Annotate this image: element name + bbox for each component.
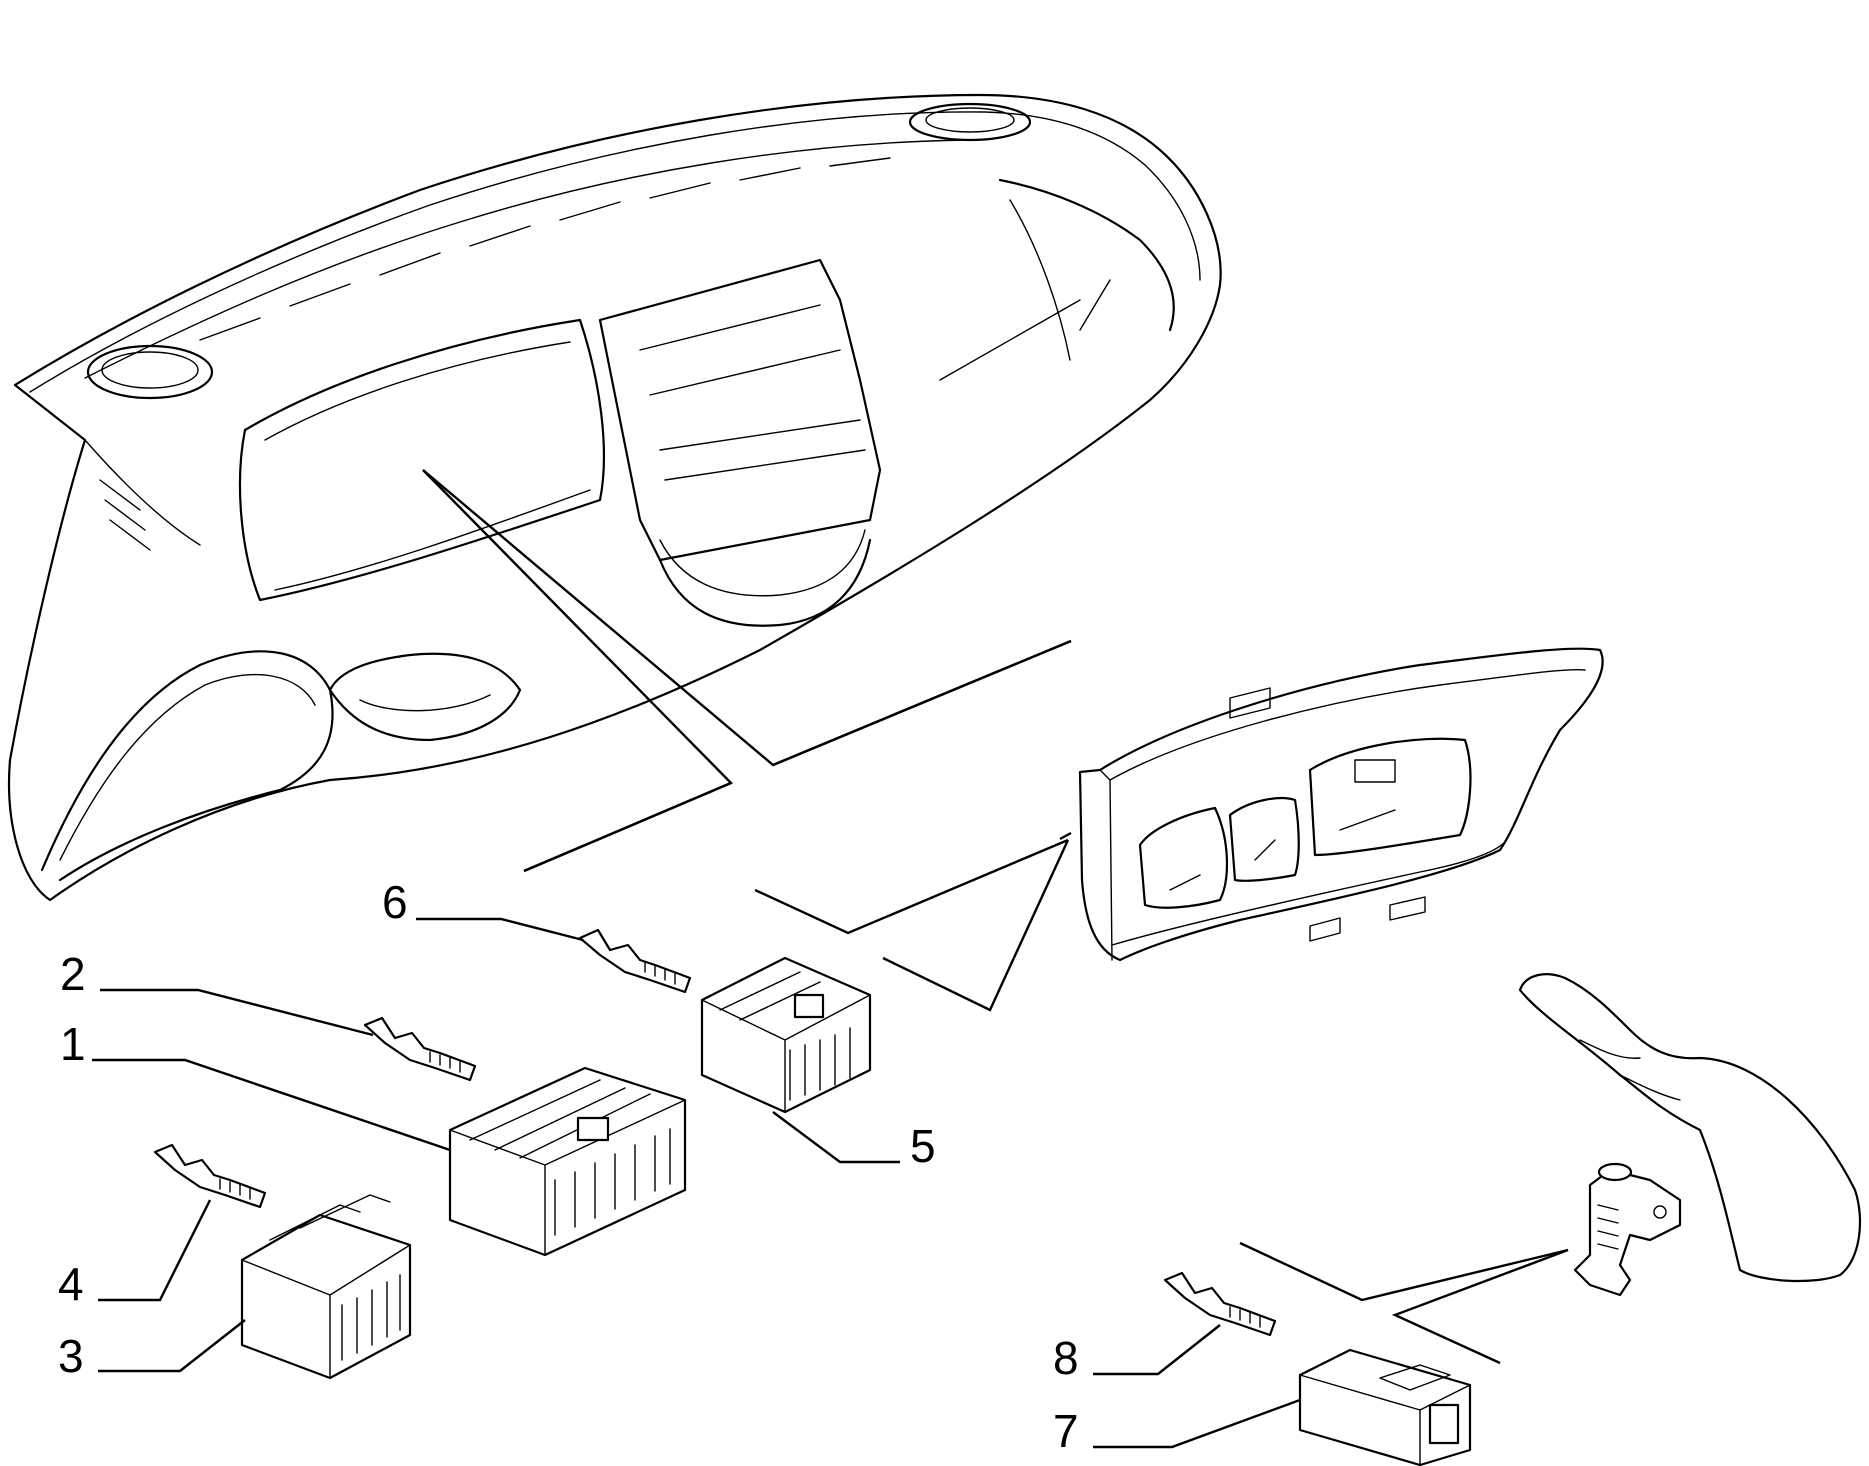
- callout-leaders: [92, 917, 1301, 1449]
- handbrake-lever: [1518, 973, 1862, 1283]
- leader-2: [100, 988, 374, 1037]
- leader-4: [98, 1199, 212, 1302]
- callout-5: 5: [910, 1120, 936, 1172]
- callout-2: 2: [60, 948, 86, 1000]
- connector-3: [240, 1194, 412, 1380]
- handbrake-switch: [1573, 1162, 1682, 1297]
- leader-3: [98, 1319, 246, 1373]
- callout-numbers: 6 2 1 5 4 3 8 7: [58, 876, 1079, 1457]
- callout-6: 6: [382, 876, 408, 928]
- instrument-cluster: [1059, 647, 1604, 962]
- dashboard-assembly: [7, 93, 1222, 902]
- connector-1: [448, 1066, 687, 1257]
- terminal-6: [578, 928, 692, 994]
- connector-5: [700, 956, 872, 1114]
- callout-7: 7: [1053, 1405, 1079, 1457]
- terminal-8: [1163, 1271, 1277, 1337]
- leader-cluster-lower: [523, 781, 732, 873]
- callout-8: 8: [1053, 1332, 1079, 1384]
- callout-1: 1: [60, 1018, 86, 1070]
- callout-3: 3: [58, 1330, 84, 1382]
- leader-switch-upper: [1239, 1241, 1569, 1302]
- terminal-2: [363, 1016, 477, 1082]
- callout-4: 4: [58, 1258, 84, 1310]
- leader-cluster-upper: [772, 639, 1072, 767]
- leader-1: [92, 1058, 451, 1152]
- terminal-4: [153, 1143, 267, 1209]
- leader-5: [772, 1111, 900, 1164]
- leader-switch-lower: [1391, 1248, 1569, 1365]
- leader-cluster-left: [754, 838, 1069, 935]
- leader-8: [1093, 1324, 1221, 1376]
- connector-housing-7: [1298, 1348, 1472, 1466]
- leader-cluster-right: [882, 839, 1070, 1012]
- leader-6: [416, 917, 584, 942]
- leader-7: [1093, 1398, 1301, 1449]
